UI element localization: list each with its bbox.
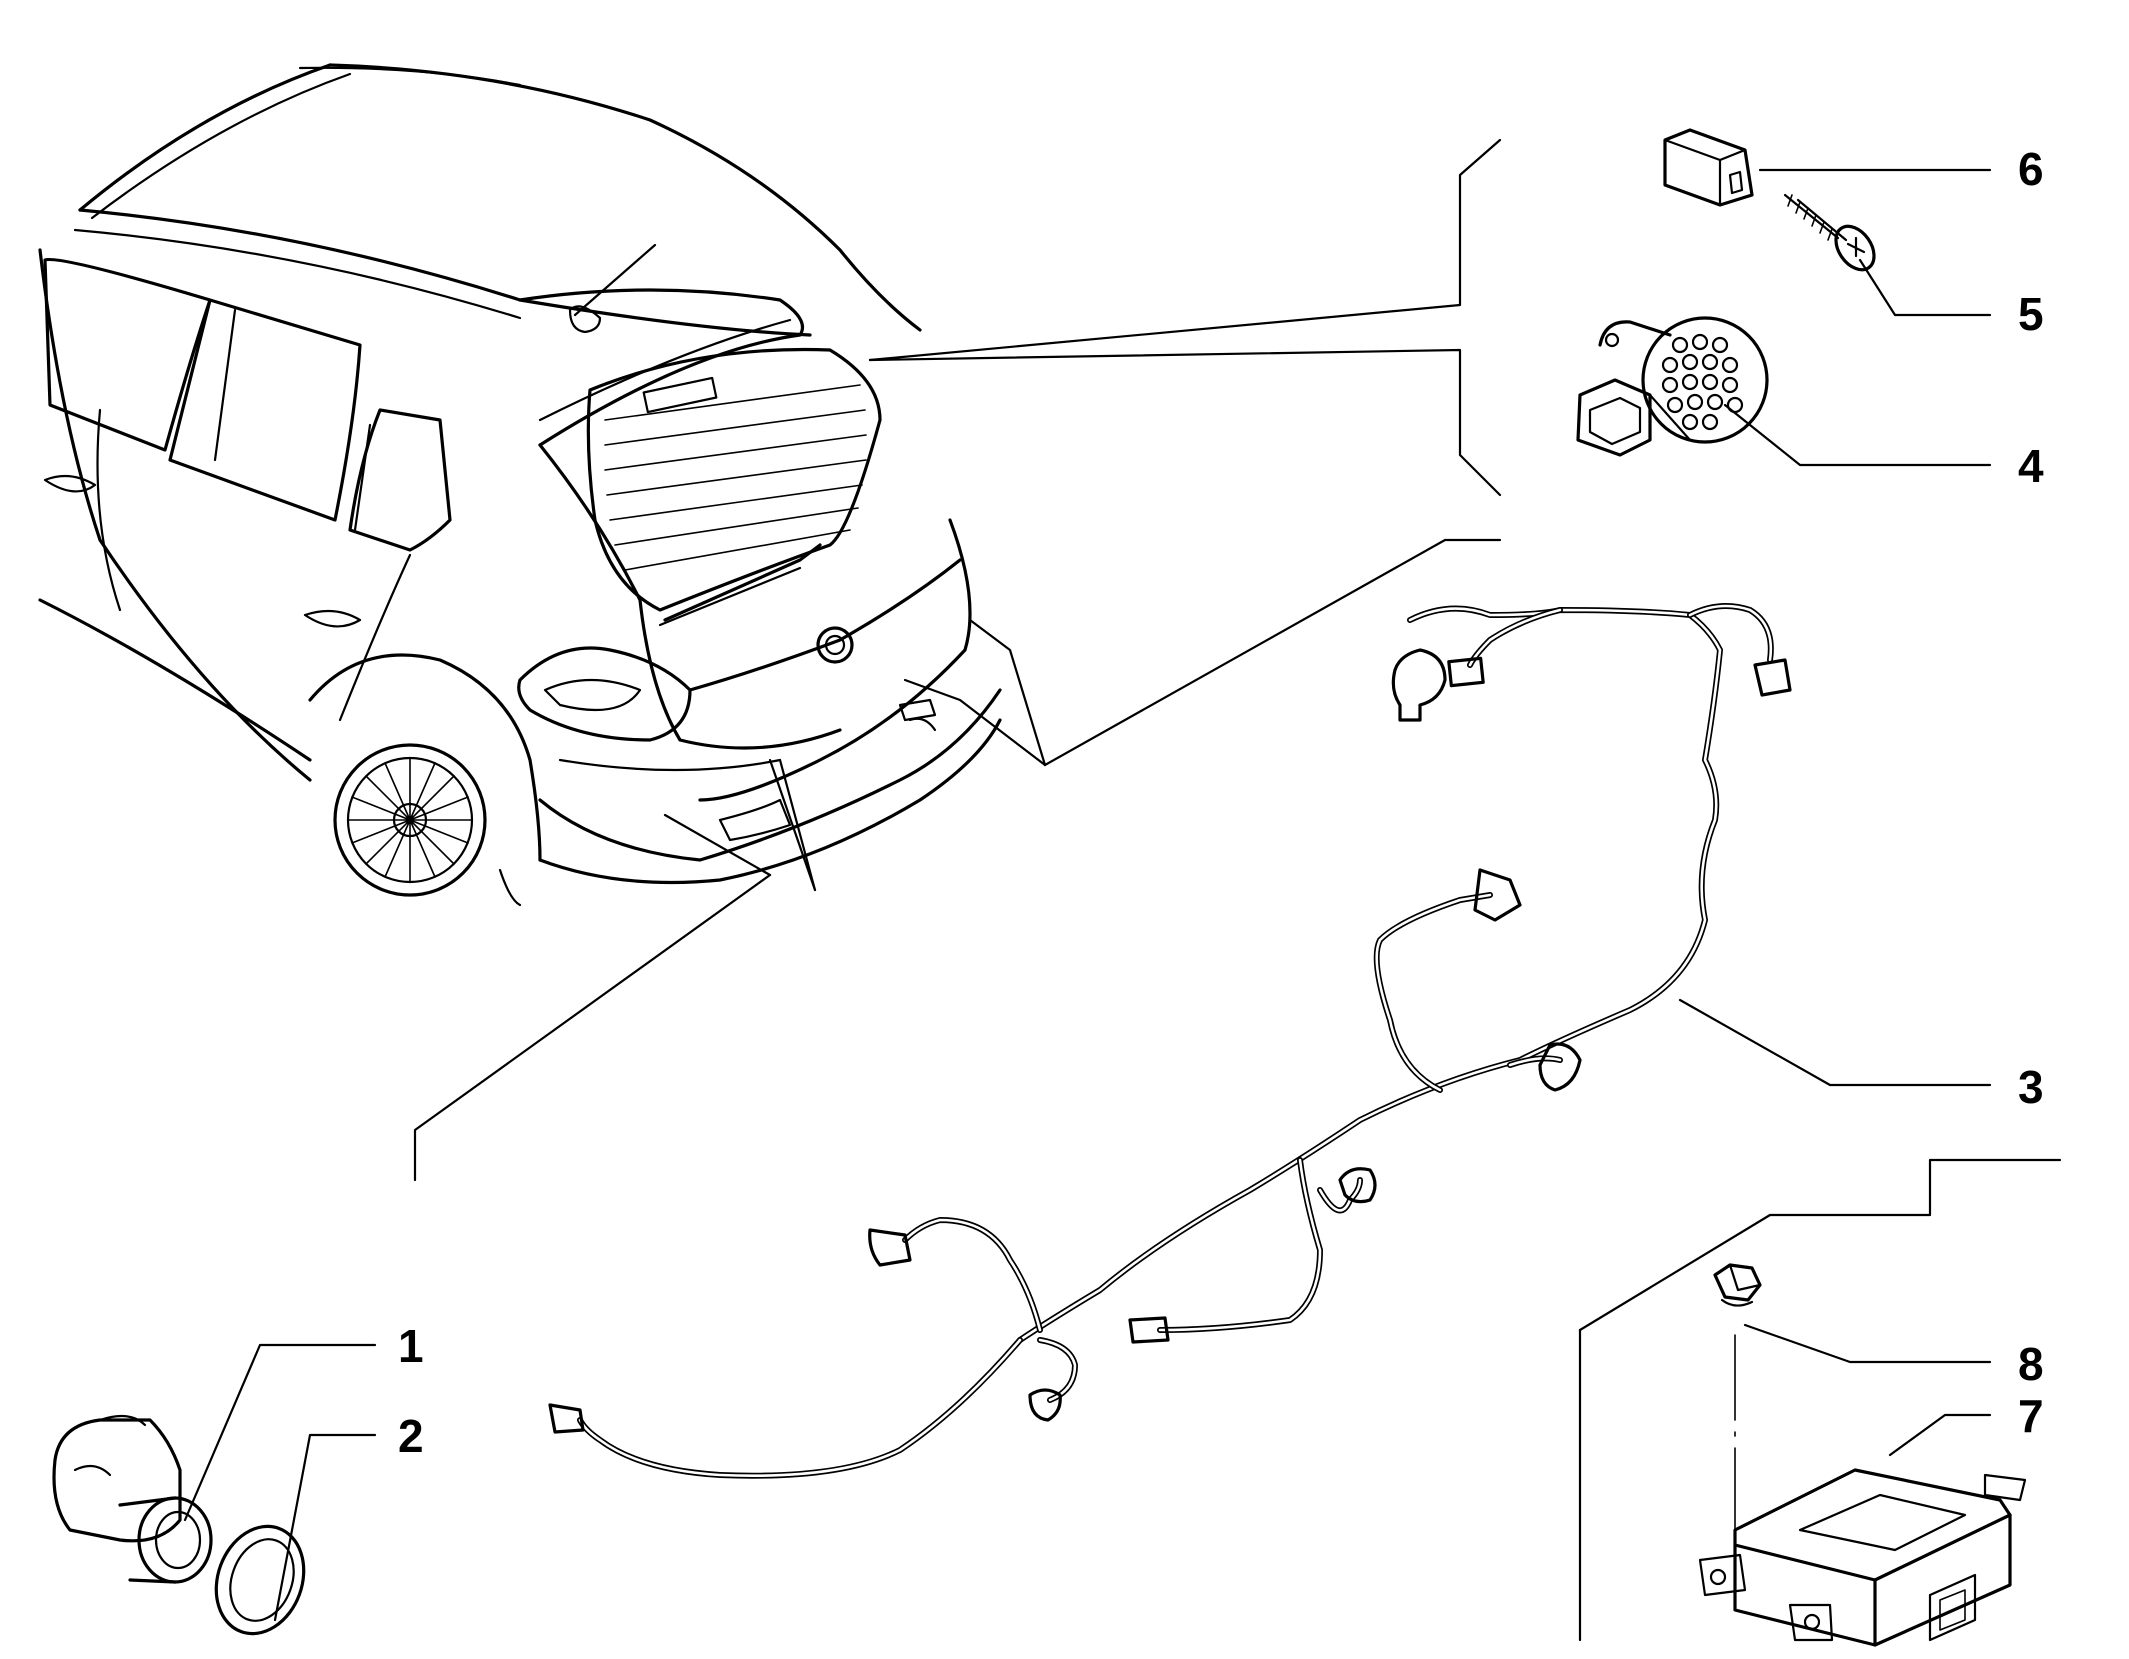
callout-1: 1 bbox=[398, 1320, 424, 1372]
part-1-parking-sensor bbox=[52, 1414, 213, 1584]
part-3-wiring-harness bbox=[548, 603, 1792, 1479]
leader-5 bbox=[1858, 258, 1992, 317]
leader-7 bbox=[1888, 1413, 1992, 1457]
leader-1 bbox=[183, 1343, 377, 1522]
callout-numbers: 6 5 4 3 8 7 1 2 bbox=[398, 143, 2044, 1462]
callout-2: 2 bbox=[398, 1410, 424, 1462]
callout-8: 8 bbox=[2018, 1338, 2044, 1390]
callout-6: 6 bbox=[2018, 143, 2044, 195]
part-4-buzzer bbox=[1576, 316, 1769, 457]
callout-5: 5 bbox=[2018, 288, 2044, 340]
part-5-screw bbox=[1783, 193, 1876, 272]
callout-7: 7 bbox=[2018, 1390, 2044, 1442]
part-6-clip bbox=[1663, 128, 1754, 207]
leader-8 bbox=[1743, 1323, 1992, 1364]
leader-lines bbox=[183, 138, 2062, 1642]
callout-4: 4 bbox=[2018, 440, 2044, 492]
car-rear-view bbox=[38, 63, 1002, 907]
leader-4 bbox=[1723, 403, 1992, 467]
leader-3 bbox=[1678, 998, 1992, 1087]
part-7-control-module bbox=[1698, 1468, 2027, 1647]
leader-2 bbox=[273, 1433, 377, 1622]
callout-3: 3 bbox=[2018, 1061, 2044, 1113]
part-8-nut bbox=[1713, 1263, 1762, 1307]
part-2-ring bbox=[214, 1524, 306, 1636]
